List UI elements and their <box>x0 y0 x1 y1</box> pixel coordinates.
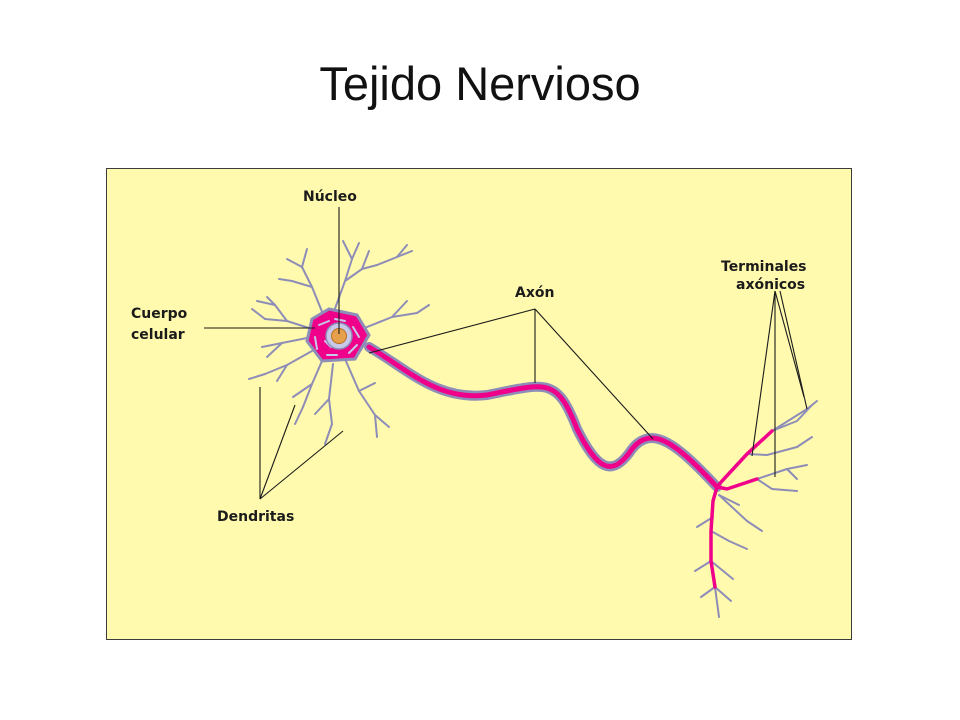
axon-core <box>366 344 720 490</box>
dendrites <box>248 240 430 445</box>
leader-lines <box>204 207 808 500</box>
label-cell-body-line2: celular <box>131 327 185 343</box>
neuron-diagram-svg: Núcleo Cuerpo celular Axón Terminales ax… <box>107 169 851 639</box>
label-axon: Axón <box>515 285 554 301</box>
label-axon-terminals-line1: Terminales <box>721 259 807 275</box>
label-cell-body-line1: Cuerpo <box>131 306 188 322</box>
diagram-background <box>107 169 851 639</box>
label-nucleus: Núcleo <box>303 189 357 205</box>
label-axon-terminals-line2: axónicos <box>736 277 805 293</box>
neuron-diagram: Núcleo Cuerpo celular Axón Terminales ax… <box>106 168 852 640</box>
axon-terminal-core <box>709 429 774 589</box>
label-dendrites: Dendritas <box>217 509 294 525</box>
slide-title: Tejido Nervioso <box>319 57 641 110</box>
